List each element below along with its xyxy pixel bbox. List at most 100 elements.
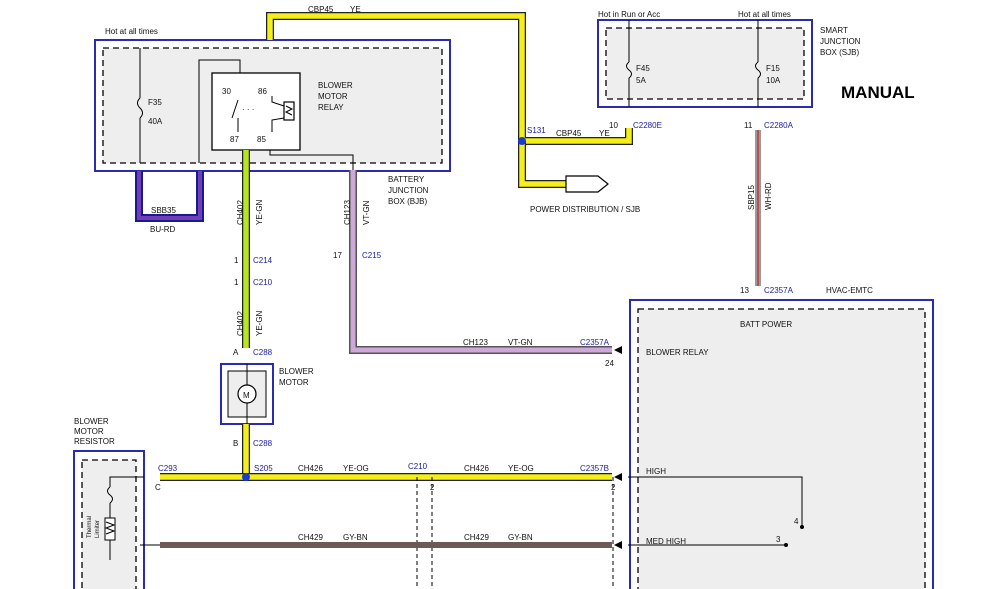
diagram-title: MANUAL [841, 83, 915, 102]
hvac-med-high: MED HIGH [646, 537, 686, 546]
sjb-hot-label: Hot at all times [738, 10, 791, 19]
hvac-high-trace [628, 476, 803, 527]
wire-bu-rd-label: BU-RD [150, 225, 176, 234]
arrow-med-high-icon [614, 541, 622, 549]
wire-ch123: CH123 VT-GN 17 C215 CH123 VT-GN C2357A 2… [269, 150, 622, 368]
motor-symbol: M [243, 391, 250, 400]
wire-sbb35: SBB35 BU-RD [135, 171, 204, 234]
fuse-f35-icon [137, 97, 143, 119]
c214-pin: 1 [234, 256, 239, 265]
wire-ch429: CH429 GY-BN CH429 GY-BN [140, 533, 622, 549]
sjb-hot-run-label: Hot in Run or Acc [598, 10, 660, 19]
bjb-hot-label: Hot at all times [105, 27, 158, 36]
wire-ch402-label-a: CH402 [236, 200, 245, 225]
fuse-f45-name: F45 [636, 64, 650, 73]
wire-ch123-label-h: CH123 [463, 338, 488, 347]
relay-pin-86: 86 [258, 87, 267, 96]
fuse-f45-rating: 5A [636, 76, 646, 85]
c210-h-label: C210 [408, 462, 428, 471]
resistor-winding [104, 521, 116, 535]
resistor-label-2: MOTOR [74, 427, 104, 436]
relay-pin-87: 87 [230, 135, 239, 144]
wire-cbp45-fill [267, 13, 632, 144]
hvac-blower-relay: BLOWER RELAY [646, 348, 709, 357]
c210-pin: 1 [234, 278, 239, 287]
fuse-f15-rating: 10A [766, 76, 781, 85]
wire-ch426-label-a: CH426 [298, 464, 323, 473]
resistor-label-1: BLOWER [74, 417, 109, 426]
arrow-high-icon [614, 473, 622, 481]
arrow-blower-relay-icon [614, 346, 622, 354]
wire-ch402: CH402 YE-GN CH402 YE-GN 1 C214 1 C210 A … [233, 150, 273, 357]
bjb-label-1: BATTERY [388, 175, 425, 184]
wire-sbp15-label: SBP15 [747, 185, 756, 210]
wire-ye-top-label: YE [350, 5, 361, 14]
wire-vt-gn-label-v: VT-GN [362, 200, 371, 225]
c210-label: C210 [253, 278, 273, 287]
c215-label: C215 [362, 251, 382, 260]
c288b-pin: B [233, 439, 238, 448]
battery-junction-box: Hot at all times F35 40A 30 86 87 85 · ·… [94, 27, 451, 206]
wire-ch429-label-b: CH429 [464, 533, 489, 542]
c288a-pin: A [233, 348, 239, 357]
fuse-f15-name: F15 [766, 64, 780, 73]
relay-label-2: MOTOR [318, 92, 348, 101]
c2357a-top-pin: 13 [740, 286, 749, 295]
smart-junction-box: Hot in Run or Acc Hot at all times F45 5… [597, 10, 861, 108]
thermal-label-2: Limiter [95, 520, 101, 538]
c2357a-mid-pin: 24 [605, 359, 614, 368]
wire-power-dist-fill [519, 141, 566, 187]
blower-motor: M BLOWER MOTOR B C288 [220, 363, 314, 448]
c288b-label: C288 [253, 439, 273, 448]
splice-s131-label: S131 [527, 126, 546, 135]
wire-ye-gn-label-a: YE-GN [255, 199, 264, 225]
wire-ch429-label-a: CH429 [298, 533, 323, 542]
resistor-feed [109, 476, 144, 487]
wire-sbb35-label: SBB35 [151, 206, 176, 215]
hvac-high: HIGH [646, 467, 666, 476]
hvac-pin-3: 3 [776, 535, 781, 544]
splice-s205-label: S205 [254, 464, 273, 473]
wire-ye-og-label-a: YE-OG [343, 464, 369, 473]
fuse-f15-icon [755, 61, 761, 79]
sjb-label-1: SMART [820, 26, 848, 35]
c288a-label: C288 [253, 348, 273, 357]
power-distribution-arrow-icon [565, 175, 609, 193]
wire-vt-gn-label-h: VT-GN [508, 338, 533, 347]
hvac-inner-box [637, 308, 926, 589]
c215-pin: 17 [333, 251, 342, 260]
power-distribution-label: POWER DISTRIBUTION / SJB [530, 205, 640, 214]
c2357a-mid-label: C2357A [580, 338, 610, 347]
resistor-label-3: RESISTOR [74, 437, 115, 446]
wire-ch426: S205 CH426 YE-OG CH426 YE-OG C293 C C210… [155, 424, 622, 589]
splice-s131-dot [518, 137, 526, 145]
hvac-label: HVAC-EMTC [826, 286, 873, 295]
fuse-f35-name: F35 [148, 98, 162, 107]
fuse-f45-icon [626, 61, 632, 79]
wire-ch402-label-b: CH402 [236, 311, 245, 336]
c2357b-label: C2357B [580, 464, 609, 473]
wire-cbp45-top-label: CBP45 [308, 5, 334, 14]
wire-cbp45-mid-label: CBP45 [556, 129, 582, 138]
c293-label: C293 [158, 464, 178, 473]
sjb-label-3: BOX (SJB) [820, 48, 859, 57]
wire-ch123-fill [350, 170, 612, 353]
splice-s205-dot [242, 473, 250, 481]
sjb-label-2: JUNCTION [820, 37, 861, 46]
wire-cbp45: CBP45 YE S131 CBP45 YE POWER DISTRIBUTIO… [266, 5, 662, 214]
blower-motor-resistor: BLOWER MOTOR RESISTOR Thermal Limiter [73, 417, 145, 589]
relay-coil-bottom [271, 117, 285, 132]
relay-label-1: BLOWER [318, 81, 353, 90]
sjb-conn-c2280e: C2280E [633, 121, 662, 130]
c293-pin: C [155, 483, 161, 492]
wire-ye-gn-label-b: YE-GN [255, 310, 264, 336]
wire-ye-og-label-b: YE-OG [508, 464, 534, 473]
wire-sbp15: SBP15 WH-RD 11 C2280A 13 C2357A [740, 121, 794, 295]
hvac-batt-power: BATT POWER [740, 320, 792, 329]
relay-link-dots: · · · [242, 105, 254, 114]
relay-85-link [269, 150, 354, 170]
wire-sbb35-fill [137, 171, 202, 220]
bjb-label-3: BOX (BJB) [388, 197, 427, 206]
wire-ch426-label-b: CH426 [464, 464, 489, 473]
c2357a-top-label: C2357A [764, 286, 794, 295]
